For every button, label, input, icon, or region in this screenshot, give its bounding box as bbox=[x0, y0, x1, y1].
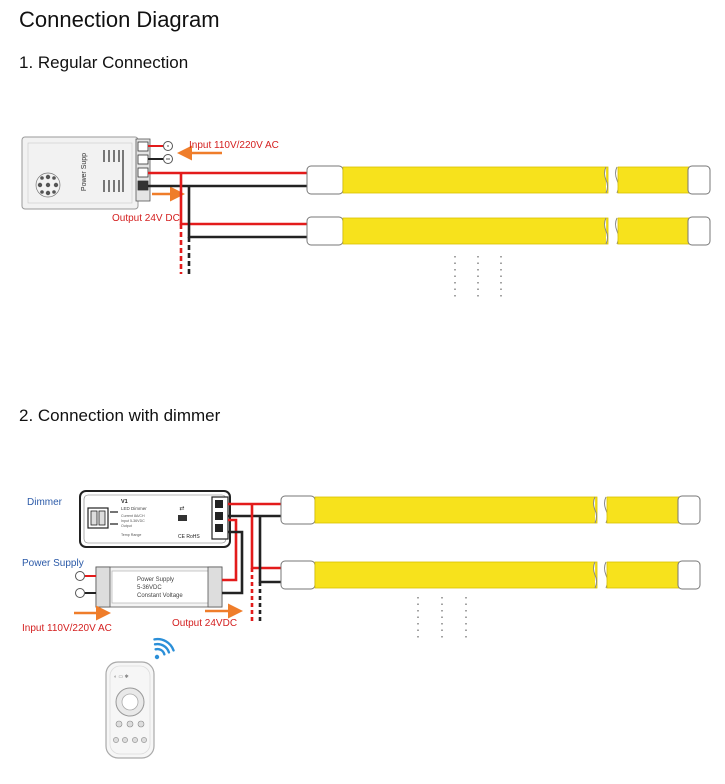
dimmer-label: Dimmer bbox=[27, 497, 63, 508]
output-label: Output 24VDC bbox=[172, 618, 237, 629]
power-supply-icon: Power Supp bbox=[21, 136, 151, 210]
power-supply-label: Power Supply bbox=[22, 558, 84, 569]
power-supply-label: Power Supp bbox=[81, 153, 88, 191]
dimmer-marks: CE RoHS bbox=[178, 534, 200, 540]
wifi-icon bbox=[153, 637, 175, 660]
dimmer-spec: Current 8A/CH bbox=[121, 514, 145, 518]
output-label: Output 24V DC bbox=[112, 213, 180, 224]
regular-connection-diagram: Power Supp Input 110V/220V AC Output 24V… bbox=[21, 136, 711, 298]
dimmer-connection-diagram: Dimmer Power Supply V1 LED Dimmer Curren… bbox=[22, 490, 701, 759]
led-strip-icon bbox=[306, 165, 711, 246]
psu-line2: 5-36VDC bbox=[137, 585, 162, 591]
dimmer-model: V1 bbox=[121, 499, 128, 505]
ac-input-terminals bbox=[75, 571, 96, 598]
input-label: Input 110V/220V AC bbox=[22, 623, 112, 634]
continuation-dots bbox=[454, 256, 502, 298]
dimmer-spec: Temp Range bbox=[121, 533, 141, 537]
page-title: Connection Diagram bbox=[19, 7, 220, 32]
section-heading-regular: 1. Regular Connection bbox=[19, 53, 189, 72]
svg-text:◐ ▭ ✱: ◐ ▭ ✱ bbox=[114, 674, 130, 680]
dimmer-icon: V1 LED Dimmer Current 8A/CH Input 5-36VD… bbox=[79, 490, 231, 548]
dimmer-name: LED Dimmer bbox=[121, 506, 147, 511]
section-heading-dimmer: 2. Connection with dimmer bbox=[19, 406, 221, 425]
power-supply-icon: Power Supply 5-36VDC Constant Voltage bbox=[95, 566, 223, 608]
continuation-dots bbox=[417, 597, 467, 640]
dimmer-spec: Output bbox=[121, 524, 132, 528]
dc-wires bbox=[148, 171, 308, 274]
ac-input-terminals bbox=[148, 141, 173, 164]
dc-wires bbox=[222, 502, 281, 624]
remote-control-icon: ◐ ▭ ✱ bbox=[105, 661, 155, 759]
psu-line3: Constant Voltage bbox=[137, 593, 183, 599]
input-label: Input 110V/220V AC bbox=[189, 140, 279, 151]
dimmer-spec: Input 5-36VDC bbox=[121, 519, 145, 523]
psu-line1: Power Supply bbox=[137, 577, 174, 583]
led-strip-icon bbox=[280, 495, 701, 590]
svg-text:⇄: ⇄ bbox=[179, 505, 184, 512]
